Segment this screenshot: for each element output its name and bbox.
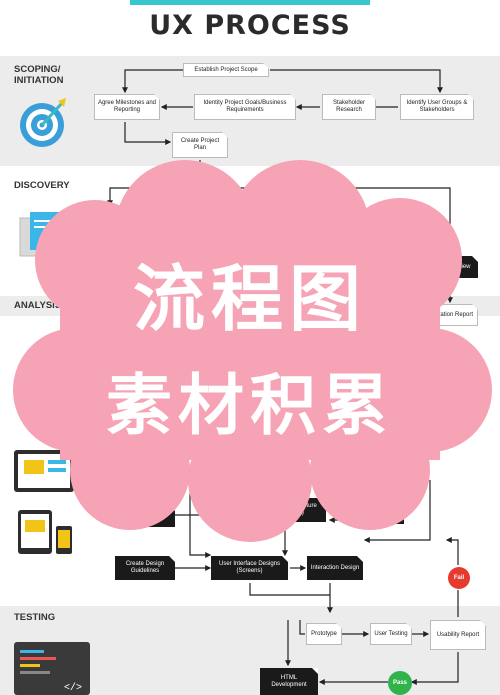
node-application-view: Application view: [420, 256, 478, 278]
node-stakeholder-research: Stakeholder Research: [322, 94, 376, 120]
node-test-iterate: Test & Iterate: [359, 500, 404, 524]
code-icon-label: </>: [64, 682, 82, 694]
node-html-dev: HTML Development: [260, 668, 318, 695]
fail-badge: Fail: [448, 567, 470, 589]
node-agree-milestones: Agree Milestones and Reporting: [94, 94, 160, 120]
node-interaction-design: Interaction Design: [307, 556, 363, 580]
devices-icon: [14, 450, 74, 554]
page-title: UX PROCESS: [149, 10, 351, 41]
top-accent-bar: [0, 0, 500, 8]
node-prototype: Prototype: [306, 623, 342, 645]
documents-magnifier-icon: [19, 212, 60, 270]
node-ideas-fragment: Idea: [78, 207, 122, 225]
node-user-research: User Research: [165, 180, 233, 194]
node-identity-project: Identity Project Goals/Business Requirem…: [194, 94, 296, 120]
node-usability-report: Usability Report: [430, 620, 486, 650]
node-identify-user-groups: Identify User Groups & Stakeholders: [400, 94, 474, 120]
section-label-discovery: DISCOVERY: [14, 180, 70, 191]
node-create-guidelines: Create Design Guidelines: [115, 556, 175, 580]
code-window-icon: </>: [14, 642, 90, 695]
node-integration-report: Integration Report: [420, 304, 478, 326]
section-label-scoping: SCOPING/ INITIATION: [14, 64, 64, 86]
pass-badge: Pass: [388, 671, 412, 695]
node-create-plan: Create Project Plan: [172, 132, 228, 158]
node-map-page: Map Page Architecture (Wireframes): [247, 498, 326, 522]
node-user-testing: User Testing: [370, 623, 412, 645]
node-design-ux: Design User Experience: [117, 505, 175, 527]
target-icon: [20, 98, 66, 147]
node-establish-scope: Establish Project Scope: [183, 63, 269, 77]
node-ui-designs: User Interface Designs (Screens): [211, 556, 288, 580]
section-label-testing: TESTING: [14, 612, 56, 623]
